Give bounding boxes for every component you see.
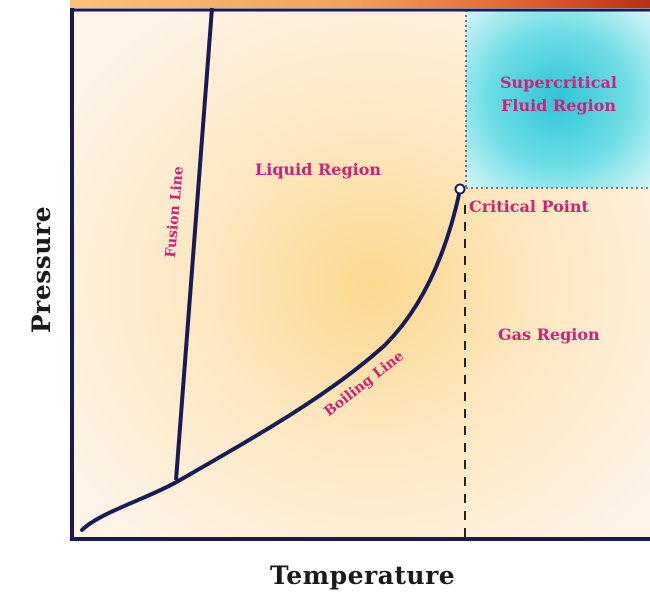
liquid-region-label: Liquid Region: [255, 160, 382, 179]
supercritical-label-line1: Supercritical: [500, 73, 617, 92]
critical-point-marker: [454, 183, 466, 195]
supercritical-label-line2: Fluid Region: [501, 96, 616, 115]
gas-region-label: Gas Region: [498, 325, 600, 344]
supercritical-region: [466, 10, 650, 188]
fusion-line: [174, 7, 214, 481]
top-decorative-band: [70, 0, 650, 10]
boiling-line: [80, 188, 462, 532]
y-axis-label: Pressure: [27, 205, 57, 334]
critical-point-label: Critical Point: [469, 197, 589, 216]
x-axis-label: Temperature: [270, 561, 456, 590]
